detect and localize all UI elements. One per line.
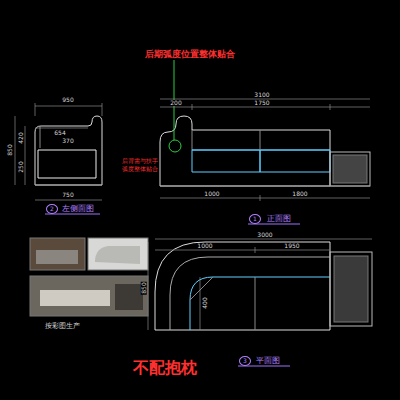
dimension-text: 850: [141, 281, 147, 294]
dimension-text: 3100: [253, 92, 270, 98]
note-text: 后期弧度位置整体贴合: [144, 50, 236, 59]
view-number: 2: [46, 204, 58, 214]
view-number: 3: [239, 356, 251, 366]
dimension-text: 850: [7, 143, 13, 156]
view-title: 左侧面图: [62, 205, 94, 213]
dimension-text: 1000: [203, 191, 220, 197]
dimension-text: 420: [18, 131, 24, 144]
dimension-text: 654: [53, 130, 66, 136]
dimension-text: 400: [202, 296, 208, 309]
note-text: 不配抱枕: [132, 360, 198, 376]
dimension-text: 1000: [196, 243, 213, 249]
note-text: 弧度整体贴合: [121, 167, 159, 173]
dimension-text: 250: [18, 160, 24, 173]
view-title: 正面图: [267, 215, 291, 223]
dimension-text: 950: [61, 97, 74, 103]
view-number: 1: [249, 214, 261, 224]
dimension-text: 750: [61, 192, 74, 198]
caption-text: 按彩图生产: [45, 323, 80, 330]
note-text: 后背需与扶手: [121, 159, 159, 165]
view-title: 平面图: [256, 357, 280, 365]
dimension-text: 1800: [291, 191, 308, 197]
dimension-text: 200: [169, 100, 182, 106]
dimension-text: 1950: [283, 243, 300, 249]
dimension-text: 370: [61, 138, 74, 144]
dimension-text: 3000: [256, 232, 273, 238]
dimension-text: 1750: [253, 100, 270, 106]
